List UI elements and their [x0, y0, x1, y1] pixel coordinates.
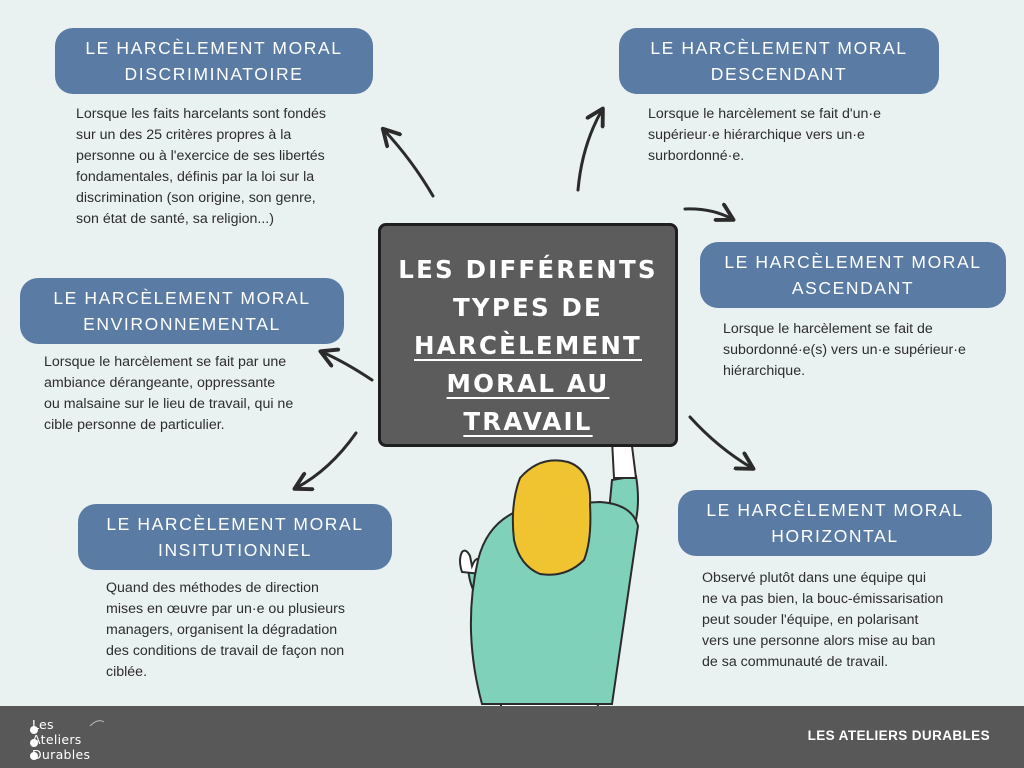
pill-title: ASCENDANT [791, 278, 915, 298]
desc-line: Lorsque le harcèlement se fait d'un·e [648, 106, 881, 122]
pill-title: LE HARCÈLEMENT MORAL [650, 38, 908, 58]
pill-title: LE HARCÈLEMENT MORAL [85, 38, 343, 58]
arrow-icon [296, 431, 358, 488]
arrow-icon [683, 209, 732, 219]
woman-illustration [459, 423, 640, 768]
desc-line: ne va pas bien, la bouc-émissarisation [702, 591, 944, 607]
desc-line: de sa communauté de travail. [702, 654, 889, 670]
pill-title: HORIZONTAL [771, 526, 899, 546]
desc-line: cible personne de particulier. [44, 417, 225, 433]
pill-title: DESCENDANT [710, 64, 848, 84]
pill-environnemental: LE HARCÈLEMENT MORAL ENVIRONNEMENTAL [20, 278, 344, 344]
desc-line: peut souder l'équipe, en polarisant [702, 612, 919, 628]
board-title-line: HARCÈLEMENT [414, 331, 642, 360]
pill-discriminatoire: LE HARCÈLEMENT MORAL DISCRIMINATOIRE [55, 28, 373, 94]
footer-brand: LES ATELIERS DURABLES [807, 728, 990, 743]
arrow-icon [384, 130, 435, 198]
desc-line: ou malsaine sur le lieu de travail, qui … [44, 396, 294, 412]
desc-line: vers une personne alors mise au ban [702, 633, 936, 649]
desc-discriminatoire: Lorsque les faits harcelants sont fondés… [76, 104, 326, 230]
pill-title: INSITUTIONNEL [157, 540, 312, 560]
desc-line: des conditions de travail de façon non [106, 643, 345, 659]
arrow-icon [576, 110, 602, 192]
logo-text: Durables [32, 747, 91, 762]
desc-line: ambiance dérangeante, oppressante [44, 375, 276, 391]
pill-title: LE HARCÈLEMENT MORAL [724, 252, 982, 272]
central-board: LES DIFFÉRENTS TYPES DE HARCÈLEMENT MORA… [378, 223, 678, 447]
board-title-line: LES DIFFÉRENTS [398, 255, 658, 284]
desc-institutionnel: Quand des méthodes de direction mises en… [106, 578, 345, 683]
desc-line: Lorsque le harcèlement se fait par une [44, 354, 287, 370]
desc-environnemental: Lorsque le harcèlement se fait par une a… [44, 352, 293, 436]
board-title-line: TYPES DE [453, 293, 603, 322]
logo-text: Les [32, 717, 54, 732]
logo: Les Ateliers Durables [28, 714, 118, 764]
logo-leaf-icon [30, 720, 105, 760]
pill-title: LE HARCÈLEMENT MORAL [53, 288, 311, 308]
desc-line: surbordonné·e. [648, 148, 745, 164]
pill-title: LE HARCÈLEMENT MORAL [106, 514, 364, 534]
pill-institutionnel: LE HARCÈLEMENT MORAL INSITUTIONNEL [78, 504, 392, 570]
desc-line: son état de santé, sa religion...) [76, 211, 274, 227]
desc-line: ciblée. [106, 664, 148, 680]
desc-line: Lorsque les faits harcelants sont fondés [76, 106, 327, 122]
arrow-icon [322, 352, 374, 382]
desc-line: fondamentales, définis par la loi sur la [76, 169, 315, 185]
desc-line: personne ou à l'exercice de ses libertés [76, 148, 325, 164]
pill-title: ENVIRONNEMENTAL [83, 314, 281, 334]
desc-line: discrimination (son origine, son genre, [76, 190, 316, 206]
board-title-line: MORAL AU [446, 369, 610, 398]
desc-line: supérieur·e hiérarchique vers un·e [648, 127, 865, 143]
desc-line: Lorsque le harcèlement se fait de [723, 321, 933, 337]
pill-ascendant: LE HARCÈLEMENT MORAL ASCENDANT [700, 242, 1006, 308]
desc-line: mises en œuvre par un·e ou plusieurs [106, 601, 345, 617]
desc-line: hiérarchique. [723, 363, 806, 379]
desc-line: sur un des 25 critères propres à la [76, 127, 292, 143]
desc-ascendant: Lorsque le harcèlement se fait de subord… [723, 319, 966, 382]
arrow-icon [688, 415, 752, 468]
desc-line: Quand des méthodes de direction [106, 580, 319, 596]
footer-bar: Les Ateliers Durables LES ATELIERS DURAB… [0, 706, 1024, 768]
pill-horizontal: LE HARCÈLEMENT MORAL HORIZONTAL [678, 490, 992, 556]
board-title-line: TRAVAIL [463, 407, 593, 436]
desc-line: subordonné·e(s) vers un·e supérieur·e [723, 342, 966, 358]
desc-line: managers, organisent la dégradation [106, 622, 338, 638]
logo-text: Ateliers [32, 732, 82, 747]
pill-title: DISCRIMINATOIRE [124, 64, 304, 84]
pill-descendant: LE HARCÈLEMENT MORAL DESCENDANT [619, 28, 939, 94]
desc-descendant: Lorsque le harcèlement se fait d'un·e su… [648, 104, 881, 167]
desc-horizontal: Observé plutôt dans une équipe qui ne va… [702, 568, 943, 673]
pill-title: LE HARCÈLEMENT MORAL [706, 500, 964, 520]
desc-line: Observé plutôt dans une équipe qui [702, 570, 927, 586]
